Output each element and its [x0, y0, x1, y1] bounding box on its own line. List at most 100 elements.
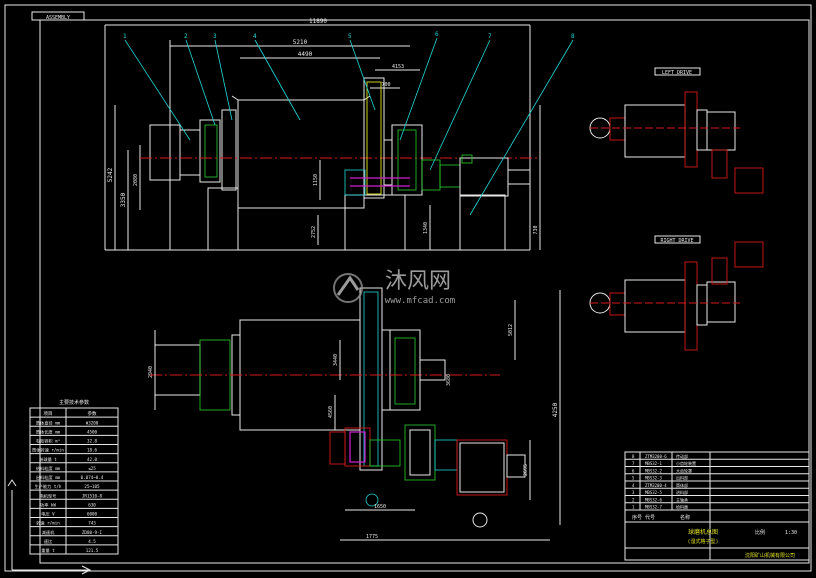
spec-row-value: 42.0 [87, 457, 98, 462]
spec-row-item: 筒体长度 mm [36, 428, 61, 435]
parts-row-name: 筒体部 [676, 482, 688, 488]
parts-row-code: ZTM3200-6 [645, 454, 667, 459]
dim-j: 4560 [328, 406, 334, 418]
watermark-url: www.mfcad.com [385, 296, 455, 306]
dim-f: 2752 [311, 226, 317, 238]
dim-a: 5210 [293, 39, 308, 46]
dim-q: 730 [533, 225, 539, 234]
callout-4: 4 [253, 33, 257, 40]
callout-1: 1 [123, 33, 127, 40]
spec-row-item: 重量 t [41, 547, 55, 554]
spec-row-item: 有效容积 m³ [36, 438, 60, 445]
title-tag: ASSEMBLY [46, 15, 70, 21]
dim-c: 4153 [392, 64, 404, 70]
dim-overall: 11890 [309, 18, 327, 25]
spec-row-value: JR1510-8 [82, 493, 103, 498]
dim-b: 4490 [298, 51, 313, 58]
watermark: 沐风网 www.mfcad.com [333, 269, 455, 306]
title-block-subtitle: (湿式格子型) [687, 538, 718, 545]
dim-t: 2695 [523, 464, 529, 476]
spec-row-item: 筒体直径 mm [36, 419, 61, 426]
parts-header-name: 名称 [680, 514, 690, 521]
parts-row-code: MBS32-3 [645, 476, 662, 481]
spec-row-value: 25~105 [84, 484, 100, 489]
parts-row-name: 大齿轮罩 [676, 467, 692, 473]
parts-row-name: 传动部 [676, 453, 688, 459]
callout-6: 6 [435, 31, 439, 38]
callout-2: 2 [184, 33, 188, 40]
parts-row-code: MBS32-7 [645, 505, 662, 510]
dim-s: 2080 [133, 174, 139, 186]
dim-o: 4250 [552, 402, 559, 417]
callout-8: 8 [571, 33, 575, 40]
dim-n: 2940 [148, 366, 154, 378]
dim-l: 1775 [366, 534, 378, 540]
dim-e: 1150 [313, 174, 319, 186]
parts-row-code: MBS32-1 [645, 461, 662, 466]
callout-3: 3 [213, 33, 217, 40]
dim-p: 3680 [446, 374, 452, 386]
spec-row-value: 0.074~0.4 [81, 475, 104, 480]
spec-row-value: 4500 [87, 429, 98, 434]
dim-m: 1650 [374, 504, 386, 510]
parts-row-no: 4 [632, 483, 635, 488]
parts-row-no: 1 [632, 505, 635, 510]
parts-row-code: MBS32-6 [645, 497, 662, 502]
dim-g: 5012 [508, 324, 514, 336]
title-tag-box [31, 11, 85, 21]
spec-row-value: 4.5 [88, 539, 96, 544]
spec-row-value: 6000 [87, 512, 98, 517]
callout-5: 5 [348, 33, 352, 40]
spec-row-value: ≤25 [88, 466, 96, 471]
watermark-cn: 沐风网 [385, 269, 451, 294]
plan-view: 3680 4250 2940 3440 4560 1775 1650 2695 … [148, 287, 561, 541]
spec-row-item: 装球量 t [39, 456, 57, 463]
spec-row-item: 转速 r/min [36, 520, 60, 527]
spec-row-value: ZD80-9-I [82, 530, 103, 535]
title-block-company: 沈阳矿山机械有限公司 [745, 552, 795, 559]
spec-row-item: 速比 [44, 538, 52, 545]
spec-row-value: 630 [88, 502, 96, 507]
spec-row-item: 筒体转速 r/min [32, 447, 64, 454]
spec-row-value: 32.8 [87, 439, 98, 444]
plan-feeder [154, 344, 201, 396]
parts-row-name: 主轴承 [676, 496, 688, 502]
parts-row-name: 进料部 [676, 489, 688, 495]
plan-motor [456, 439, 508, 496]
spec-row-item: 功率 kW [40, 501, 56, 508]
dim-r: 1340 [423, 222, 429, 234]
side-view-bottom-label: RIGHT DRIVE [660, 238, 693, 244]
spec-row-item: 生产能力 t/h [35, 483, 62, 490]
parts-row-code: MBS32-5 [645, 490, 662, 495]
parts-row-no: 3 [632, 490, 635, 495]
spec-row-item: 给料粒度 mm [36, 465, 61, 472]
dim-k: 3350 [120, 192, 127, 207]
outer-frame [4, 4, 812, 572]
spec-row-item: 电机型号 [40, 492, 57, 499]
parts-row-code: ZTM3200-4 [645, 483, 667, 488]
parts-header-no: 序号 [632, 514, 642, 521]
feeder [149, 124, 181, 181]
parts-header-code: 代号 [645, 514, 655, 521]
title-block-scale: 1:30 [785, 530, 797, 536]
spec-row-value: 121.5 [86, 548, 99, 553]
spec-row-item: 出料粒度 mm [36, 474, 61, 481]
parts-row-name: 给料器 [676, 504, 688, 510]
parts-row-no: 5 [632, 476, 635, 481]
spec-row-value: 18.6 [87, 448, 98, 453]
parts-row-no: 6 [632, 468, 635, 473]
side-view-bottom: RIGHT DRIVE [589, 235, 764, 351]
side-view-top: LEFT DRIVE [589, 67, 764, 194]
parts-row-no: 8 [632, 454, 635, 459]
dim-d: 700 [381, 82, 390, 88]
callout-7: 7 [488, 33, 492, 40]
title-block-name: 球磨机总图 [688, 528, 718, 536]
front-elevation: 11890 5210 4490 4153 700 5242 3350 2080 [104, 18, 575, 251]
inner-frame [39, 19, 810, 564]
title-block-scale-label: 比例 [755, 529, 765, 536]
parts-row-name: 出料部 [676, 475, 688, 481]
